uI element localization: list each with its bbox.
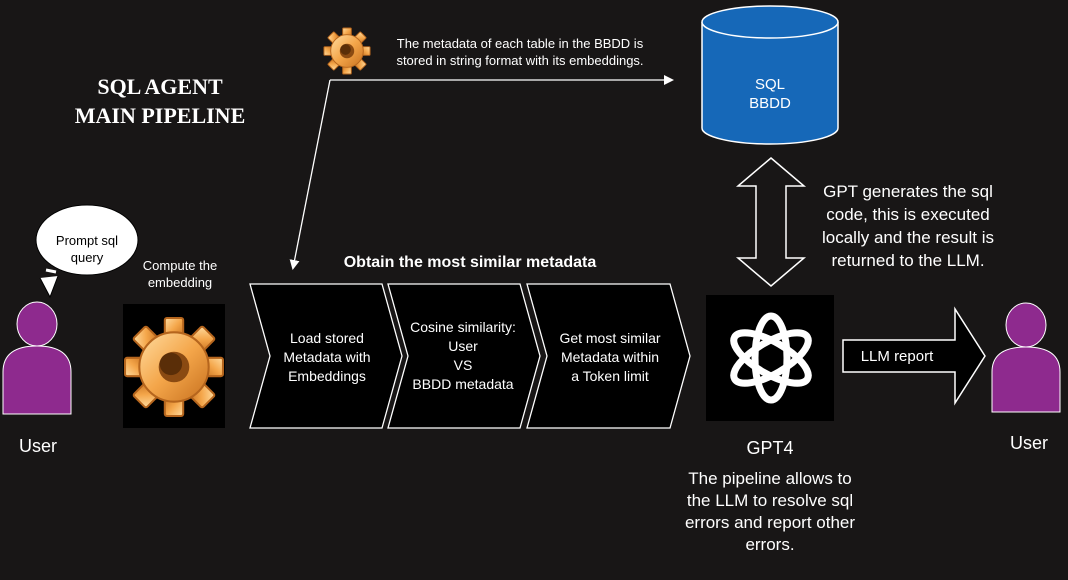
step-line: Embeddings: [288, 368, 366, 384]
user-right-icon: [991, 302, 1061, 413]
llm-report-label: LLM report: [860, 348, 934, 365]
compute-label-line: embedding: [147, 275, 213, 290]
llm-report-arrow: [842, 306, 986, 406]
compute-embedding-label: Compute the embedding: [125, 257, 235, 291]
compute-label-line: Compute the: [142, 258, 218, 273]
database-label-line: BBDD: [749, 95, 791, 112]
gpt4-label: GPT4: [746, 438, 794, 458]
pipeline-steps: [249, 283, 691, 429]
step-line: a Token limit: [571, 368, 649, 384]
pipeline-note-line: the LLM to resolve sql: [686, 491, 854, 510]
user-left-icon: [2, 301, 72, 415]
gpt-note-line: code, this is executed: [826, 205, 990, 224]
metadata-note-line: stored in string format with its embeddi…: [396, 53, 644, 68]
user-right-label: User: [1009, 433, 1048, 453]
gpt-note-line: locally and the result is: [822, 228, 994, 247]
bubble-line: query: [70, 250, 104, 265]
metadata-note: The metadata of each table in the BBDD i…: [370, 35, 670, 69]
database-label-line: SQL: [754, 76, 785, 93]
step-line: User: [448, 338, 478, 354]
title-line: SQL AGENT: [97, 74, 223, 99]
step-line: Cosine similarity:: [410, 319, 516, 335]
metadata-arrow: [289, 75, 674, 270]
pipeline-note-line: The pipeline allows to: [688, 469, 852, 488]
step-line: Metadata with: [283, 349, 371, 365]
step-line: BBDD metadata: [412, 376, 514, 392]
small-gear-icon: [323, 27, 371, 75]
step-line: Metadata within: [560, 349, 660, 365]
pipeline-note-line: errors.: [745, 535, 795, 554]
pipeline-note: The pipeline allows to the LLM to resolv…: [668, 468, 872, 556]
database-label: SQL BBDD: [700, 75, 840, 113]
page-title: SQL AGENT MAIN PIPELINE: [40, 72, 280, 130]
metadata-note-line: The metadata of each table in the BBDD i…: [396, 36, 644, 51]
step-cosine-similarity: Cosine similarity: User VS BBDD metadata: [398, 318, 528, 394]
gear-icon: [124, 317, 224, 417]
bubble-line: Prompt sql: [55, 233, 119, 248]
step-line: Get most similar: [559, 330, 661, 346]
step-token-limit: Get most similar Metadata within a Token…: [540, 329, 680, 386]
gpt-note-line: GPT generates the sql: [823, 182, 993, 201]
openai-logo-icon: [730, 312, 812, 404]
gpt-note-line: returned to the LLM.: [831, 251, 985, 270]
title-line: MAIN PIPELINE: [74, 103, 246, 128]
step-line: Load stored: [290, 330, 364, 346]
speech-bubble-text: Prompt sql query: [37, 232, 137, 266]
pipeline-heading: Obtain the most similar metadata: [343, 254, 597, 271]
bidirectional-arrow: [735, 157, 807, 287]
gpt-execution-note: GPT generates the sql code, this is exec…: [808, 180, 1008, 272]
database-cylinder-icon: [701, 5, 839, 145]
step-load-metadata: Load stored Metadata with Embeddings: [262, 329, 392, 386]
pipeline-note-line: errors and report other: [684, 513, 856, 532]
user-left-label: User: [18, 436, 57, 456]
step-line: VS: [453, 357, 473, 373]
speech-bubble: [35, 204, 139, 299]
